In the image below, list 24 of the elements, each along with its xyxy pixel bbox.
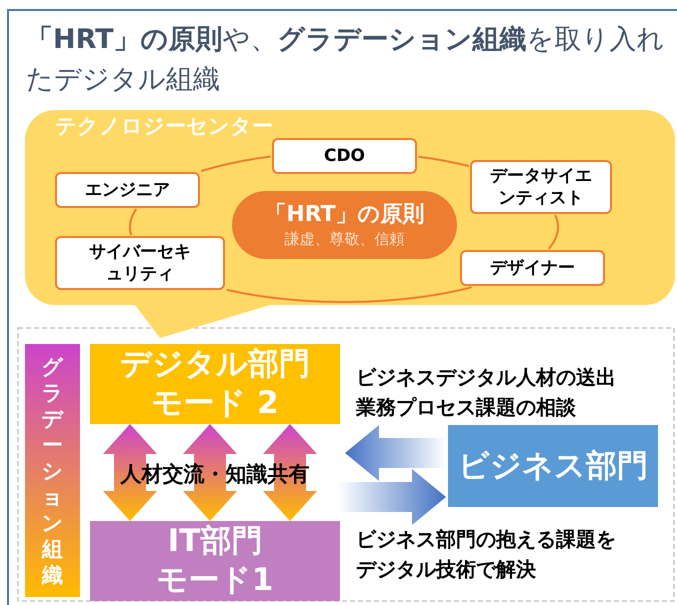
role-box: エンジニア — [55, 172, 200, 208]
department-box: デジタル部門モード 2 — [90, 344, 340, 424]
vertical-bar: グラデーション組織 — [25, 344, 80, 597]
role-box: デザイナー — [460, 250, 605, 286]
role-box: サイバーセキュリティ — [55, 236, 225, 290]
arrow — [338, 469, 446, 525]
principle-pill: 「HRT」の原則 謙虚、尊敬、信頼 — [232, 191, 457, 259]
ring-line — [200, 156, 271, 172]
ring-line — [548, 214, 559, 250]
panel-heading: テクノロジーセンター — [55, 113, 273, 140]
department-box: ビジネス部門 — [448, 425, 658, 507]
arrow — [345, 425, 446, 481]
role-box: CDO — [272, 138, 417, 174]
double-arrow — [103, 424, 157, 521]
department-box: IT部門モード1 — [90, 521, 340, 601]
role-box: データサイエンティスト — [470, 160, 612, 214]
double-arrow — [183, 424, 237, 521]
title: 「HRT」の原則や、グラデーション組織を取り入れたデジタル組織 — [26, 23, 666, 97]
double-arrow — [263, 424, 317, 521]
ring-line — [418, 156, 470, 168]
edge-label: ビジネスデジタル人材の送出業務プロセス課題の相談 — [356, 364, 617, 421]
ring-line — [129, 208, 138, 236]
edge-label: ビジネス部門の抱える課題をデジタル技術で解決 — [356, 526, 617, 583]
ring-line — [226, 286, 472, 303]
